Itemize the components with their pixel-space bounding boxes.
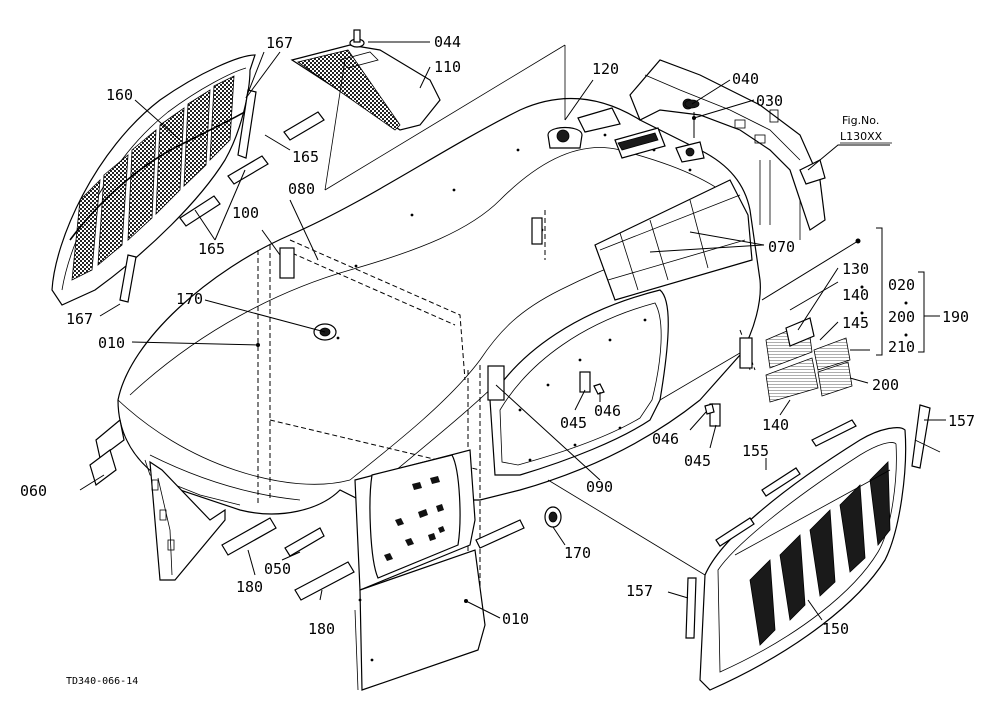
callout-210: 210 bbox=[888, 338, 915, 356]
leader-lines bbox=[79, 41, 946, 621]
fig-ref-line2: L130XX bbox=[840, 130, 883, 143]
callout-155: 155 bbox=[742, 442, 769, 460]
callout-010-upper: 010 bbox=[98, 334, 125, 352]
callout-046-left: 046 bbox=[594, 402, 621, 420]
decal-set bbox=[765, 317, 853, 403]
callout-170-lower: 170 bbox=[564, 544, 591, 562]
mesh-window-left bbox=[369, 454, 461, 579]
cap-120 bbox=[556, 129, 570, 143]
rear-cab-frame bbox=[629, 59, 826, 240]
callout-010-lower: 010 bbox=[502, 610, 529, 628]
callout-045-left: 045 bbox=[560, 414, 587, 432]
front-grille-160 bbox=[51, 54, 256, 306]
callout-090: 090 bbox=[586, 478, 613, 496]
callout-080: 080 bbox=[288, 180, 315, 198]
callout-030: 030 bbox=[756, 92, 783, 110]
callout-140-upper: 140 bbox=[842, 286, 869, 304]
callout-labels: 044 110 167 160 165 165 120 040 030 Fig.… bbox=[20, 33, 975, 687]
grille-seals bbox=[119, 89, 325, 303]
front-bracket bbox=[149, 460, 226, 581]
rear-seals bbox=[685, 404, 931, 639]
top-cover-110 bbox=[290, 29, 441, 131]
hood-top-features bbox=[547, 107, 705, 163]
callout-180-left: 180 bbox=[236, 578, 263, 596]
small-parts bbox=[89, 99, 861, 603]
lower-side-panels bbox=[354, 449, 486, 691]
callout-040: 040 bbox=[732, 70, 759, 88]
callout-167-lower: 167 bbox=[66, 310, 93, 328]
callout-190: 190 bbox=[942, 308, 969, 326]
callout-050: 050 bbox=[264, 560, 291, 578]
callout-140-lower: 140 bbox=[762, 416, 789, 434]
callout-150: 150 bbox=[822, 620, 849, 638]
callout-070: 070 bbox=[768, 238, 795, 256]
drawing-code: TD340-066-14 bbox=[66, 676, 138, 687]
callout-165-right: 165 bbox=[292, 148, 319, 166]
callout-045-right: 045 bbox=[684, 452, 711, 470]
callout-157-right: 157 bbox=[948, 412, 975, 430]
callout-200-upper: 200 bbox=[888, 308, 915, 326]
callout-044: 044 bbox=[434, 33, 461, 51]
callout-200-lower: 200 bbox=[872, 376, 899, 394]
side-door-panel bbox=[489, 289, 751, 476]
callout-170-upper: 170 bbox=[176, 290, 203, 308]
callout-145: 145 bbox=[842, 314, 869, 332]
plate-upper bbox=[577, 107, 621, 133]
group-bracket-dots bbox=[860, 285, 908, 337]
rear-grille-150 bbox=[699, 427, 907, 691]
callout-060: 060 bbox=[20, 482, 47, 500]
callout-167-top: 167 bbox=[266, 34, 293, 52]
callout-110: 110 bbox=[434, 58, 461, 76]
fig-ref-line1: Fig.No. bbox=[842, 114, 879, 127]
callout-157-left: 157 bbox=[626, 582, 653, 600]
side-glass-070 bbox=[594, 179, 753, 301]
callout-165-lower: 165 bbox=[198, 240, 225, 258]
callout-100: 100 bbox=[232, 204, 259, 222]
callout-160: 160 bbox=[106, 86, 133, 104]
callout-130: 130 bbox=[842, 260, 869, 278]
callout-180-right: 180 bbox=[308, 620, 335, 638]
callout-020: 020 bbox=[888, 276, 915, 294]
callout-046-right: 046 bbox=[652, 430, 679, 448]
callout-120: 120 bbox=[592, 60, 619, 78]
